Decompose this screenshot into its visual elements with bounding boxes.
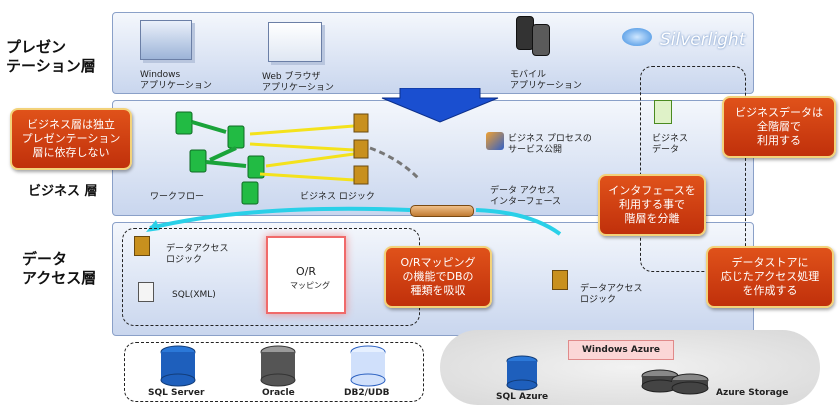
windows-app-label: Windows アプリケーション xyxy=(140,70,212,91)
dal-left-label: データアクセス ロジック xyxy=(166,244,229,265)
web-app-label: Web ブラウザ アプリケーション xyxy=(262,72,334,93)
azure-storage-label: Azure Storage xyxy=(716,388,789,398)
data-access-layer-label: データ アクセス層 xyxy=(22,250,97,287)
callout-interface: インタフェースを 利用する事で 階層を分離 xyxy=(598,174,706,236)
interface-label: データ アクセス インターフェース xyxy=(490,186,562,207)
silverlight-logo-text: Silverlight xyxy=(660,30,746,50)
databases-dashed-box xyxy=(124,342,424,402)
sqlxml-document-icon xyxy=(138,282,154,302)
dal-right-icon xyxy=(552,270,568,290)
sql-azure-database-icon xyxy=(506,355,538,391)
business-layer-label: ビジネス 層 xyxy=(28,184,98,199)
data-access-logic-icon xyxy=(134,236,150,256)
or-mapping-box xyxy=(266,236,346,314)
workflow-label: ワークフロー xyxy=(150,192,205,202)
business-logic-label: ビジネス ロジック xyxy=(300,192,375,202)
windows-app-screenshot-icon xyxy=(140,20,192,60)
callout-datastore: データストアに 応じたアクセス処理 を作成する xyxy=(706,246,834,308)
db2-label: DB2/UDB xyxy=(344,388,390,398)
mobile-app-label: モバイル アプリケーション xyxy=(510,70,582,91)
oracle-database-icon xyxy=(260,345,296,387)
sql-azure-label: SQL Azure xyxy=(496,392,549,402)
business-process-icon xyxy=(486,132,504,150)
interface-cyan-arrows xyxy=(146,206,562,236)
azure-storage-icon xyxy=(641,369,709,395)
presentation-layer-band xyxy=(112,12,754,94)
dal-right-label: データアクセス ロジック xyxy=(580,284,643,305)
sql-server-label: SQL Server xyxy=(148,388,205,398)
business-data-dashed-box xyxy=(640,66,746,272)
presentation-to-business-arrow xyxy=(381,88,499,123)
business-flow-diagram xyxy=(175,111,422,205)
silverlight-logo-icon xyxy=(622,28,652,46)
db2-database-icon xyxy=(350,345,386,387)
callout-business-data: ビジネスデータは 全階層で 利用する xyxy=(722,96,836,158)
sql-server-database-icon xyxy=(160,345,196,387)
callout-business-independent: ビジネス層は独立 プレゼンテーション 層に依存しない xyxy=(10,108,132,170)
business-data-document-icon xyxy=(654,100,672,124)
business-process-label: ビジネス プロセスの サービス公開 xyxy=(508,134,592,155)
mobile-phone-icon-2 xyxy=(532,24,550,56)
business-data-label: ビジネス データ xyxy=(652,134,689,155)
callout-or-mapping: O/Rマッピング の機能でDBの 種類を吸収 xyxy=(384,246,492,308)
windows-azure-label: Windows Azure xyxy=(568,340,674,360)
or-mapping-sub: マッピング xyxy=(290,281,330,290)
presentation-layer-label: プレゼン テーション層 xyxy=(6,38,96,75)
or-mapping-title: O/R xyxy=(296,265,317,278)
sqlxml-label: SQL(XML) xyxy=(172,290,216,300)
data-access-interface-bar xyxy=(410,205,474,217)
oracle-label: Oracle xyxy=(262,388,295,398)
web-browser-screenshot-icon xyxy=(268,22,322,62)
